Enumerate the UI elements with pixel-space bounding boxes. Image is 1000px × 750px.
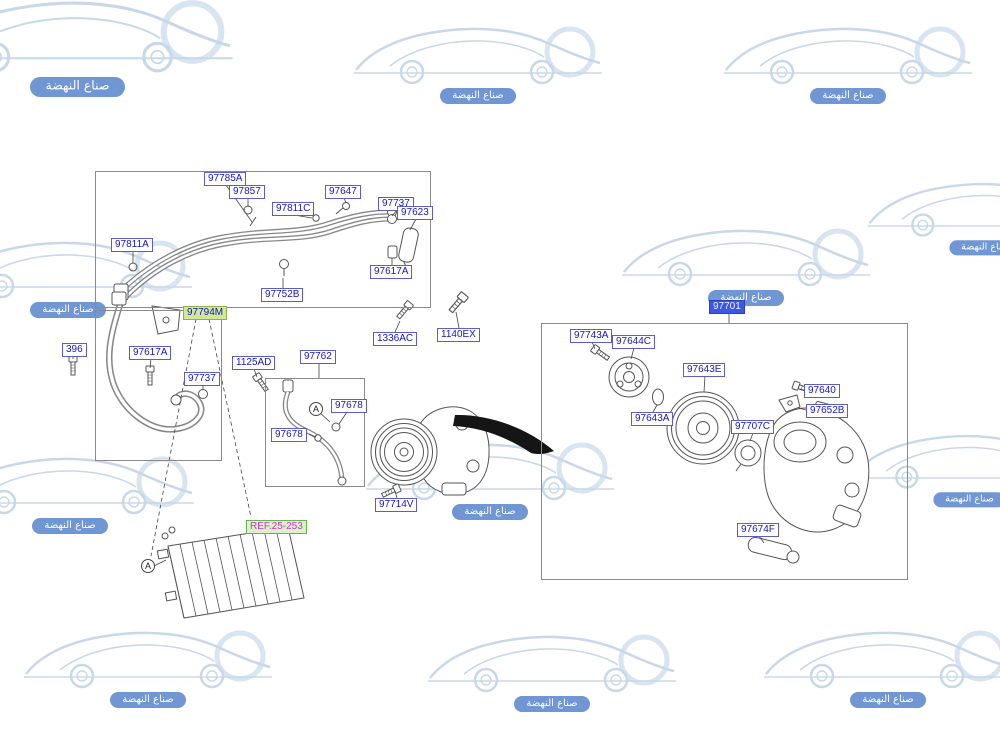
part-label-97743A[interactable]: 97743A	[570, 329, 613, 343]
watermark: صناع النهضة	[846, 420, 1000, 508]
part-label-97647[interactable]: 97647	[325, 185, 361, 199]
part-label-97674F[interactable]: 97674F	[737, 523, 779, 537]
watermark: صناع النهضة	[758, 616, 1000, 708]
part-label-1140EX[interactable]: 1140EX	[437, 328, 480, 342]
ac-pipe-assembly	[113, 202, 419, 301]
part-label-97678[interactable]: 97678	[271, 428, 307, 442]
part-label-97623[interactable]: 97623	[397, 206, 433, 220]
watermark-car-icon	[851, 434, 1000, 489]
part-label-97678[interactable]: 97678	[331, 399, 367, 413]
watermark-text: صناع النهضة	[32, 518, 108, 534]
watermark-car-icon	[622, 228, 870, 287]
mounting-bracket	[778, 394, 801, 413]
group-box-1	[95, 171, 431, 308]
watermark-text: صناع النهضة	[949, 240, 1000, 256]
watermark-text: صناع النهضة	[440, 88, 516, 104]
watermark-text: صناع النهضة	[452, 504, 528, 520]
part-label-97644C[interactable]: 97644C	[612, 335, 656, 349]
part-label-97617A[interactable]: 97617A	[129, 346, 172, 360]
suction-hose	[106, 291, 208, 433]
compressor-front-view	[370, 406, 490, 496]
watermark: صناع النهضة	[862, 168, 1000, 256]
part-label-97707C[interactable]: 97707C	[731, 420, 775, 434]
part-label-97785A[interactable]: 97785A	[204, 172, 247, 186]
group-box-2	[95, 310, 222, 461]
watermark-text: صناع النهضة	[933, 492, 1000, 508]
group-box-4	[541, 323, 908, 580]
watermark-text: صناع النهضة	[30, 302, 106, 318]
watermark-text: صناع النهضة	[110, 692, 186, 708]
part-label-97701[interactable]: 97701	[709, 300, 745, 314]
part-label-97762[interactable]: 97762	[300, 350, 336, 364]
watermark-car-icon	[764, 630, 1000, 689]
part-label-97617A[interactable]: 97617A	[370, 265, 413, 279]
watermark-car-icon	[24, 630, 272, 689]
snap-ring	[652, 388, 664, 406]
part-label-396[interactable]: 396	[62, 343, 87, 357]
part-label-97752B[interactable]: 97752B	[261, 288, 304, 302]
bracket-97794M	[151, 305, 181, 335]
part-label-97652B[interactable]: 97652B	[806, 404, 849, 418]
watermark-car-icon	[0, 0, 233, 73]
condenser	[156, 526, 305, 619]
watermark: صناع النهضة	[422, 620, 682, 712]
watermark-text: صناع النهضة	[810, 88, 886, 104]
part-label-97857[interactable]: 97857	[229, 185, 265, 199]
part-label-97640[interactable]: 97640	[804, 384, 840, 398]
pointer-swoosh	[453, 414, 554, 455]
watermark: صناع النهضة	[18, 616, 278, 708]
watermark-text: صناع النهضة	[850, 692, 926, 708]
part-label-97643E[interactable]: 97643E	[683, 363, 726, 377]
watermark-car-icon	[724, 26, 972, 85]
watermark-car-icon	[354, 26, 602, 85]
watermark-text: صناع النهضة	[30, 77, 125, 97]
clutch-hub	[608, 356, 650, 398]
watermark-text: صناع النهضة	[514, 696, 590, 712]
watermark: صناع النهضة	[348, 12, 608, 104]
watermark: صناع النهضة	[0, 442, 200, 534]
watermark: صناع النهضة	[616, 214, 876, 306]
watermark-car-icon	[867, 182, 1000, 237]
part-label-97643A[interactable]: 97643A	[631, 412, 674, 426]
part-label-1125AD[interactable]: 1125AD	[232, 356, 276, 370]
part-label-REF.25-253[interactable]: REF.25-253	[246, 520, 307, 534]
group-box-3	[265, 378, 365, 487]
watermark: صناع النهضة	[0, 0, 240, 97]
field-coil	[734, 439, 762, 472]
dashed-reference-lines	[150, 318, 252, 557]
part-label-97737[interactable]: 97737	[184, 372, 220, 386]
watermark: صناع النهضة	[718, 12, 978, 104]
view-marker-A-1: A	[309, 402, 323, 416]
part-label-97714V[interactable]: 97714V	[375, 498, 418, 512]
part-label-1336AC[interactable]: 1336AC	[373, 332, 418, 346]
part-label-97811A[interactable]: 97811A	[111, 238, 153, 252]
watermark-car-icon	[0, 456, 194, 515]
part-label-97811C[interactable]: 97811C	[272, 202, 315, 216]
watermark-car-icon	[428, 634, 676, 693]
clutch-pulley	[666, 391, 740, 465]
part-label-97794M[interactable]: 97794M	[183, 306, 228, 320]
view-marker-A-2: A	[141, 559, 155, 573]
service-valve	[747, 536, 800, 564]
